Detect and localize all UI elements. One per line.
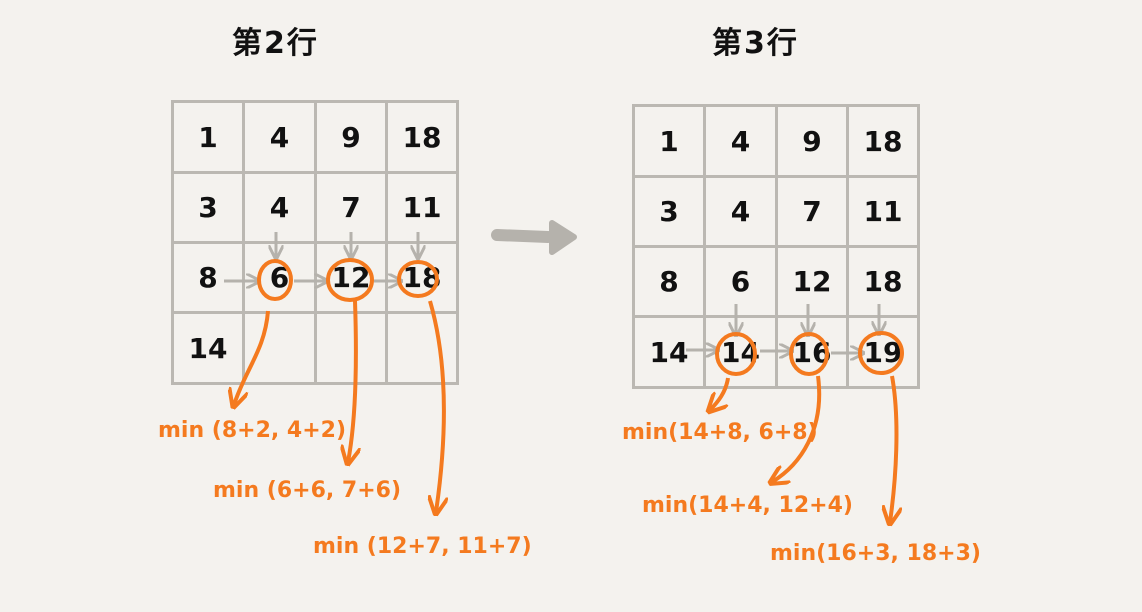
cell: 4 <box>245 174 317 244</box>
grid-row3: 1 4 9 18 3 4 7 11 8 6 12 18 14 14 16 19 <box>632 104 920 389</box>
cell: 8 <box>174 244 245 314</box>
cell: 18 <box>388 103 459 174</box>
cell: 9 <box>317 103 388 174</box>
panel-title-row3: 第3行 <box>712 26 799 61</box>
cell: 9 <box>778 107 849 178</box>
cell: 6 <box>706 248 778 318</box>
cell: 1 <box>635 107 706 178</box>
formula-row2-col3: min (12+7, 11+7) <box>313 534 532 559</box>
gray-arrows-left <box>224 232 418 281</box>
cell: 4 <box>706 107 778 178</box>
orange-arrows-right <box>710 375 896 522</box>
cell: 4 <box>245 103 317 174</box>
panel-title-row2: 第2行 <box>232 26 319 61</box>
cell: 14 <box>174 314 245 385</box>
cell: 1 <box>174 103 245 174</box>
cell: 11 <box>849 178 920 248</box>
formula-row2-col2: min (6+6, 7+6) <box>213 478 402 503</box>
formula-row3-col1: min(14+8, 6+8) <box>622 420 818 445</box>
cell: 8 <box>635 248 706 318</box>
cell: 14 <box>635 318 706 389</box>
grid-row2: 1 4 9 18 3 4 7 11 8 6 12 18 14 <box>171 100 459 385</box>
gray-arrows-right <box>686 304 879 353</box>
cell: 7 <box>778 178 849 248</box>
formula-row3-col3: min(16+3, 18+3) <box>770 541 981 566</box>
orange-arrows-left <box>234 300 444 512</box>
cell: 18 <box>849 107 920 178</box>
cell: 3 <box>174 174 245 244</box>
arrow-right-icon <box>491 229 554 243</box>
formula-row3-col2: min(14+4, 12+4) <box>642 493 853 518</box>
orange-circles-right <box>715 331 904 376</box>
orange-circles-left <box>257 258 439 302</box>
cell: 12 <box>778 248 849 318</box>
cell: 3 <box>635 178 706 248</box>
cell: 18 <box>849 248 920 318</box>
cell: 4 <box>706 178 778 248</box>
cell <box>317 314 388 385</box>
cell <box>388 314 459 385</box>
cell <box>245 314 317 385</box>
cell: 11 <box>388 174 459 244</box>
formula-row2-col1: min (8+2, 4+2) <box>158 418 347 443</box>
